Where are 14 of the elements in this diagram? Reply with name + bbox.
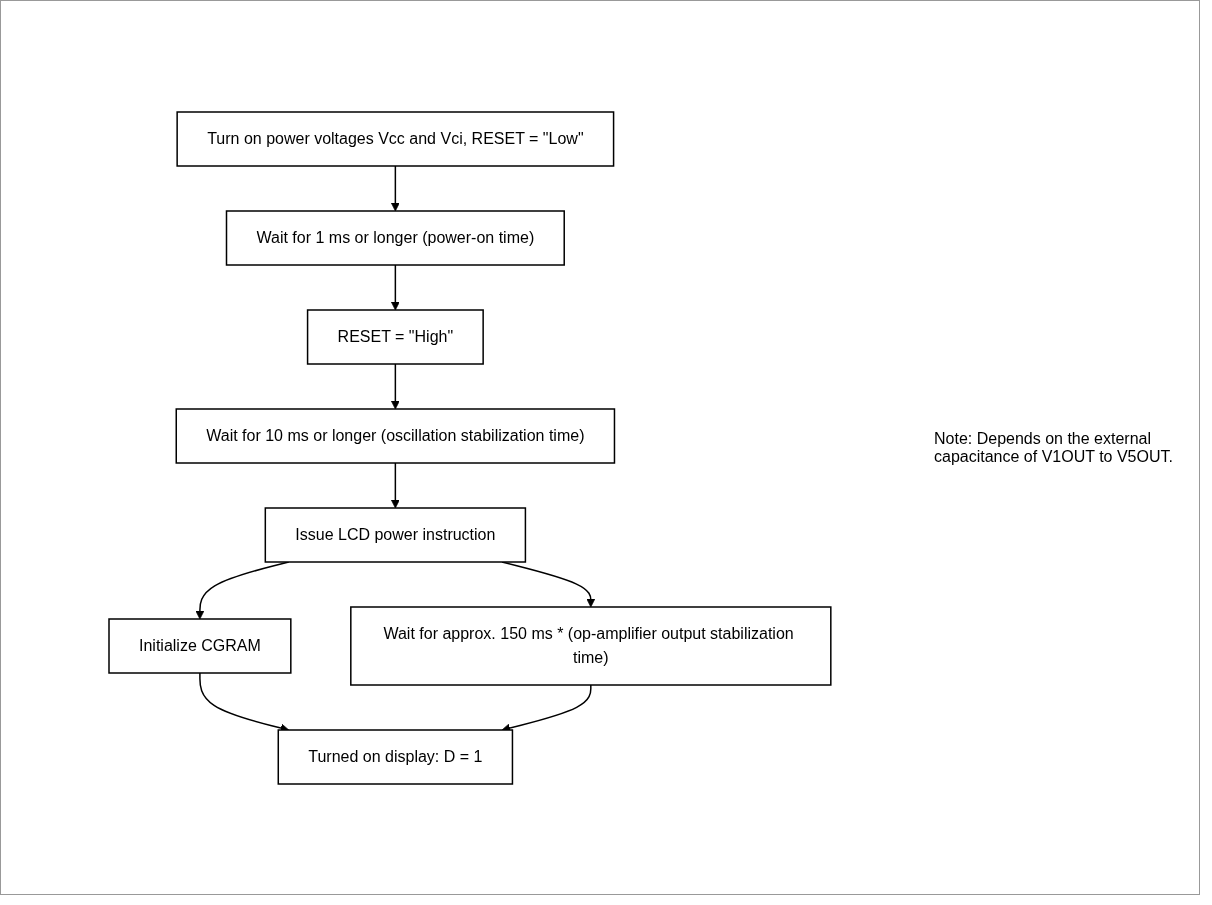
node-box: Turn on power voltages Vcc and Vci, RESET = "Low" [176, 110, 615, 167]
arrow [391, 263, 400, 310]
node-box: Wait for 1 ms or longer (power-on time) [225, 209, 566, 266]
node-box: RESET = "High" [306, 308, 484, 365]
arrow [391, 164, 400, 211]
node-box: Initialize CGRAM [108, 617, 292, 674]
node-box: Issue LCD power instruction [264, 506, 527, 563]
arrow [391, 461, 400, 508]
node-box: Turned on display: D = 1 [277, 728, 514, 785]
node-box: Wait for 10 ms or longer (oscillation stabilization time) [175, 407, 616, 464]
arrow [501, 683, 592, 732]
node-box: Wait for approx. 150 ms * (op-amplifier output stabilization time) [350, 605, 832, 686]
arrow [391, 362, 400, 409]
note-text: Note: Depends on the external capacitance of V1OUT to V5OUT. [934, 429, 1174, 466]
